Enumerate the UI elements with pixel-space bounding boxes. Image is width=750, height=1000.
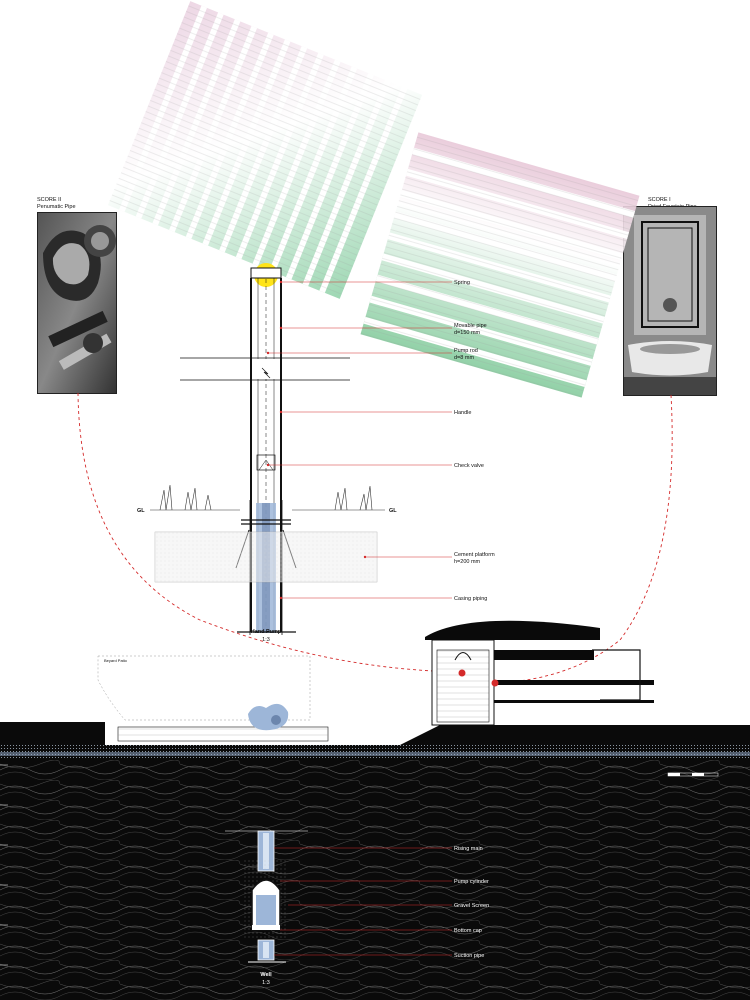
depth-ticks <box>0 764 8 966</box>
well-section <box>225 830 308 963</box>
label-spring: Spring <box>454 280 470 286</box>
label-handle: Handle <box>454 410 471 416</box>
label-cement-platform: Cement platform <box>454 552 495 558</box>
site-patio-label: Beyard Patio <box>104 658 128 663</box>
score-right-connector <box>494 394 673 684</box>
hand-pump-title: Hand Pump <box>251 629 282 635</box>
dried-fountain-photo <box>623 206 717 396</box>
label-gravel-screen: Gravel Screen <box>454 903 489 909</box>
label-check-valve: Check valve <box>454 463 484 469</box>
label-cement-height: h=200 mm <box>454 559 481 565</box>
site-section: Beyard Patio <box>97 620 654 742</box>
gl-left: GL <box>137 508 145 514</box>
well-title: Well <box>260 972 272 978</box>
score-sheet-left <box>107 1 423 299</box>
label-pump-rod-dim: d=8 mm <box>454 355 474 361</box>
pneumatic-pipe-photo <box>37 212 117 394</box>
score-left-connector <box>77 392 463 673</box>
score-sheet-right <box>360 132 640 398</box>
pump-leaders <box>268 281 452 599</box>
label-movable-pipe: Movable pipe <box>454 323 487 329</box>
score-left-caption: SCORE II Penumatic Pipe <box>37 197 76 211</box>
label-casing-piping: Casing piping <box>454 596 487 602</box>
score-left-title: SCORE II <box>37 197 62 203</box>
label-bottom-cap: Bottom cap <box>454 928 482 934</box>
label-rising-main: Rising main <box>454 846 483 852</box>
ground-line <box>150 484 385 511</box>
well-leaders <box>274 847 452 956</box>
label-suction-pipe: Suction pipe <box>454 953 484 959</box>
score-right-title: SCORE I <box>648 197 671 203</box>
label-pump-cylinder: Pump cylinder <box>454 879 489 885</box>
gl-right: GL <box>389 508 397 514</box>
scale-bar <box>667 772 719 777</box>
hand-pump-scale: 1:3 <box>262 637 270 643</box>
score-left-subtitle: Penumatic Pipe <box>37 204 76 210</box>
water-table <box>0 752 750 756</box>
label-pump-rod: Pump rod <box>454 348 478 354</box>
contour-pattern <box>0 760 750 1000</box>
label-movable-pipe-dim: d=150 mm <box>454 330 481 336</box>
well-scale: 1:3 <box>262 980 270 986</box>
